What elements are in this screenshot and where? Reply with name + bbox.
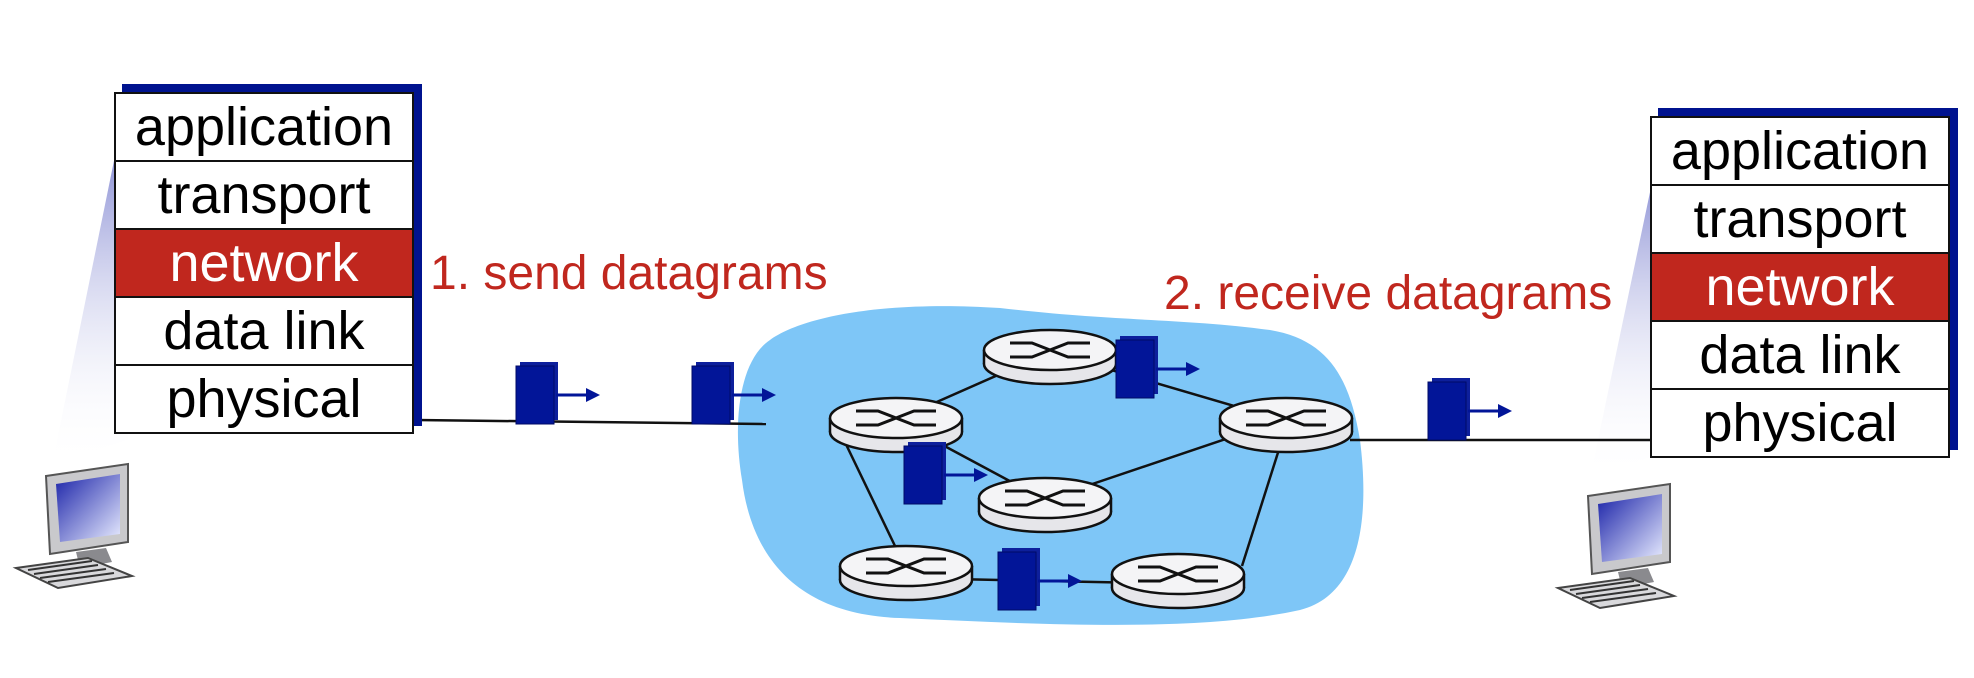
receiver-projection <box>1590 116 1666 478</box>
sender-projection <box>52 92 128 465</box>
router-icon <box>838 544 974 602</box>
sender-layer-network: network <box>116 230 412 298</box>
sender-layer-application: application <box>116 94 412 162</box>
receiver-layer-data-link: data link <box>1652 322 1948 390</box>
desktop-computer-icon <box>1557 483 1675 609</box>
receive-datagrams-label: 2. receive datagrams <box>1164 267 1613 320</box>
receiver-protocol-stack: application transport network data link … <box>1650 116 1950 458</box>
router-icon <box>1110 552 1246 610</box>
receiver-layer-physical: physical <box>1702 393 1898 453</box>
sender-protocol-stack: application transport network data link … <box>114 92 414 434</box>
sender-layer-transport: transport <box>116 162 412 230</box>
receiver-layer-transport: transport <box>1652 186 1948 254</box>
receiver-layer-application: application <box>1652 118 1948 186</box>
datagram-packet-icon <box>1426 376 1514 442</box>
sender-layer-physical: physical <box>166 369 362 429</box>
router-icon <box>1218 396 1354 454</box>
datagram-packet-icon <box>514 360 602 426</box>
router-icon <box>982 328 1118 386</box>
desktop-computer-icon <box>15 463 133 589</box>
send-datagrams-label: 1. send datagrams <box>430 247 828 300</box>
router-icon <box>977 476 1113 534</box>
receiver-layer-network: network <box>1652 254 1948 322</box>
sender-layer-data-link: data link <box>116 298 412 366</box>
